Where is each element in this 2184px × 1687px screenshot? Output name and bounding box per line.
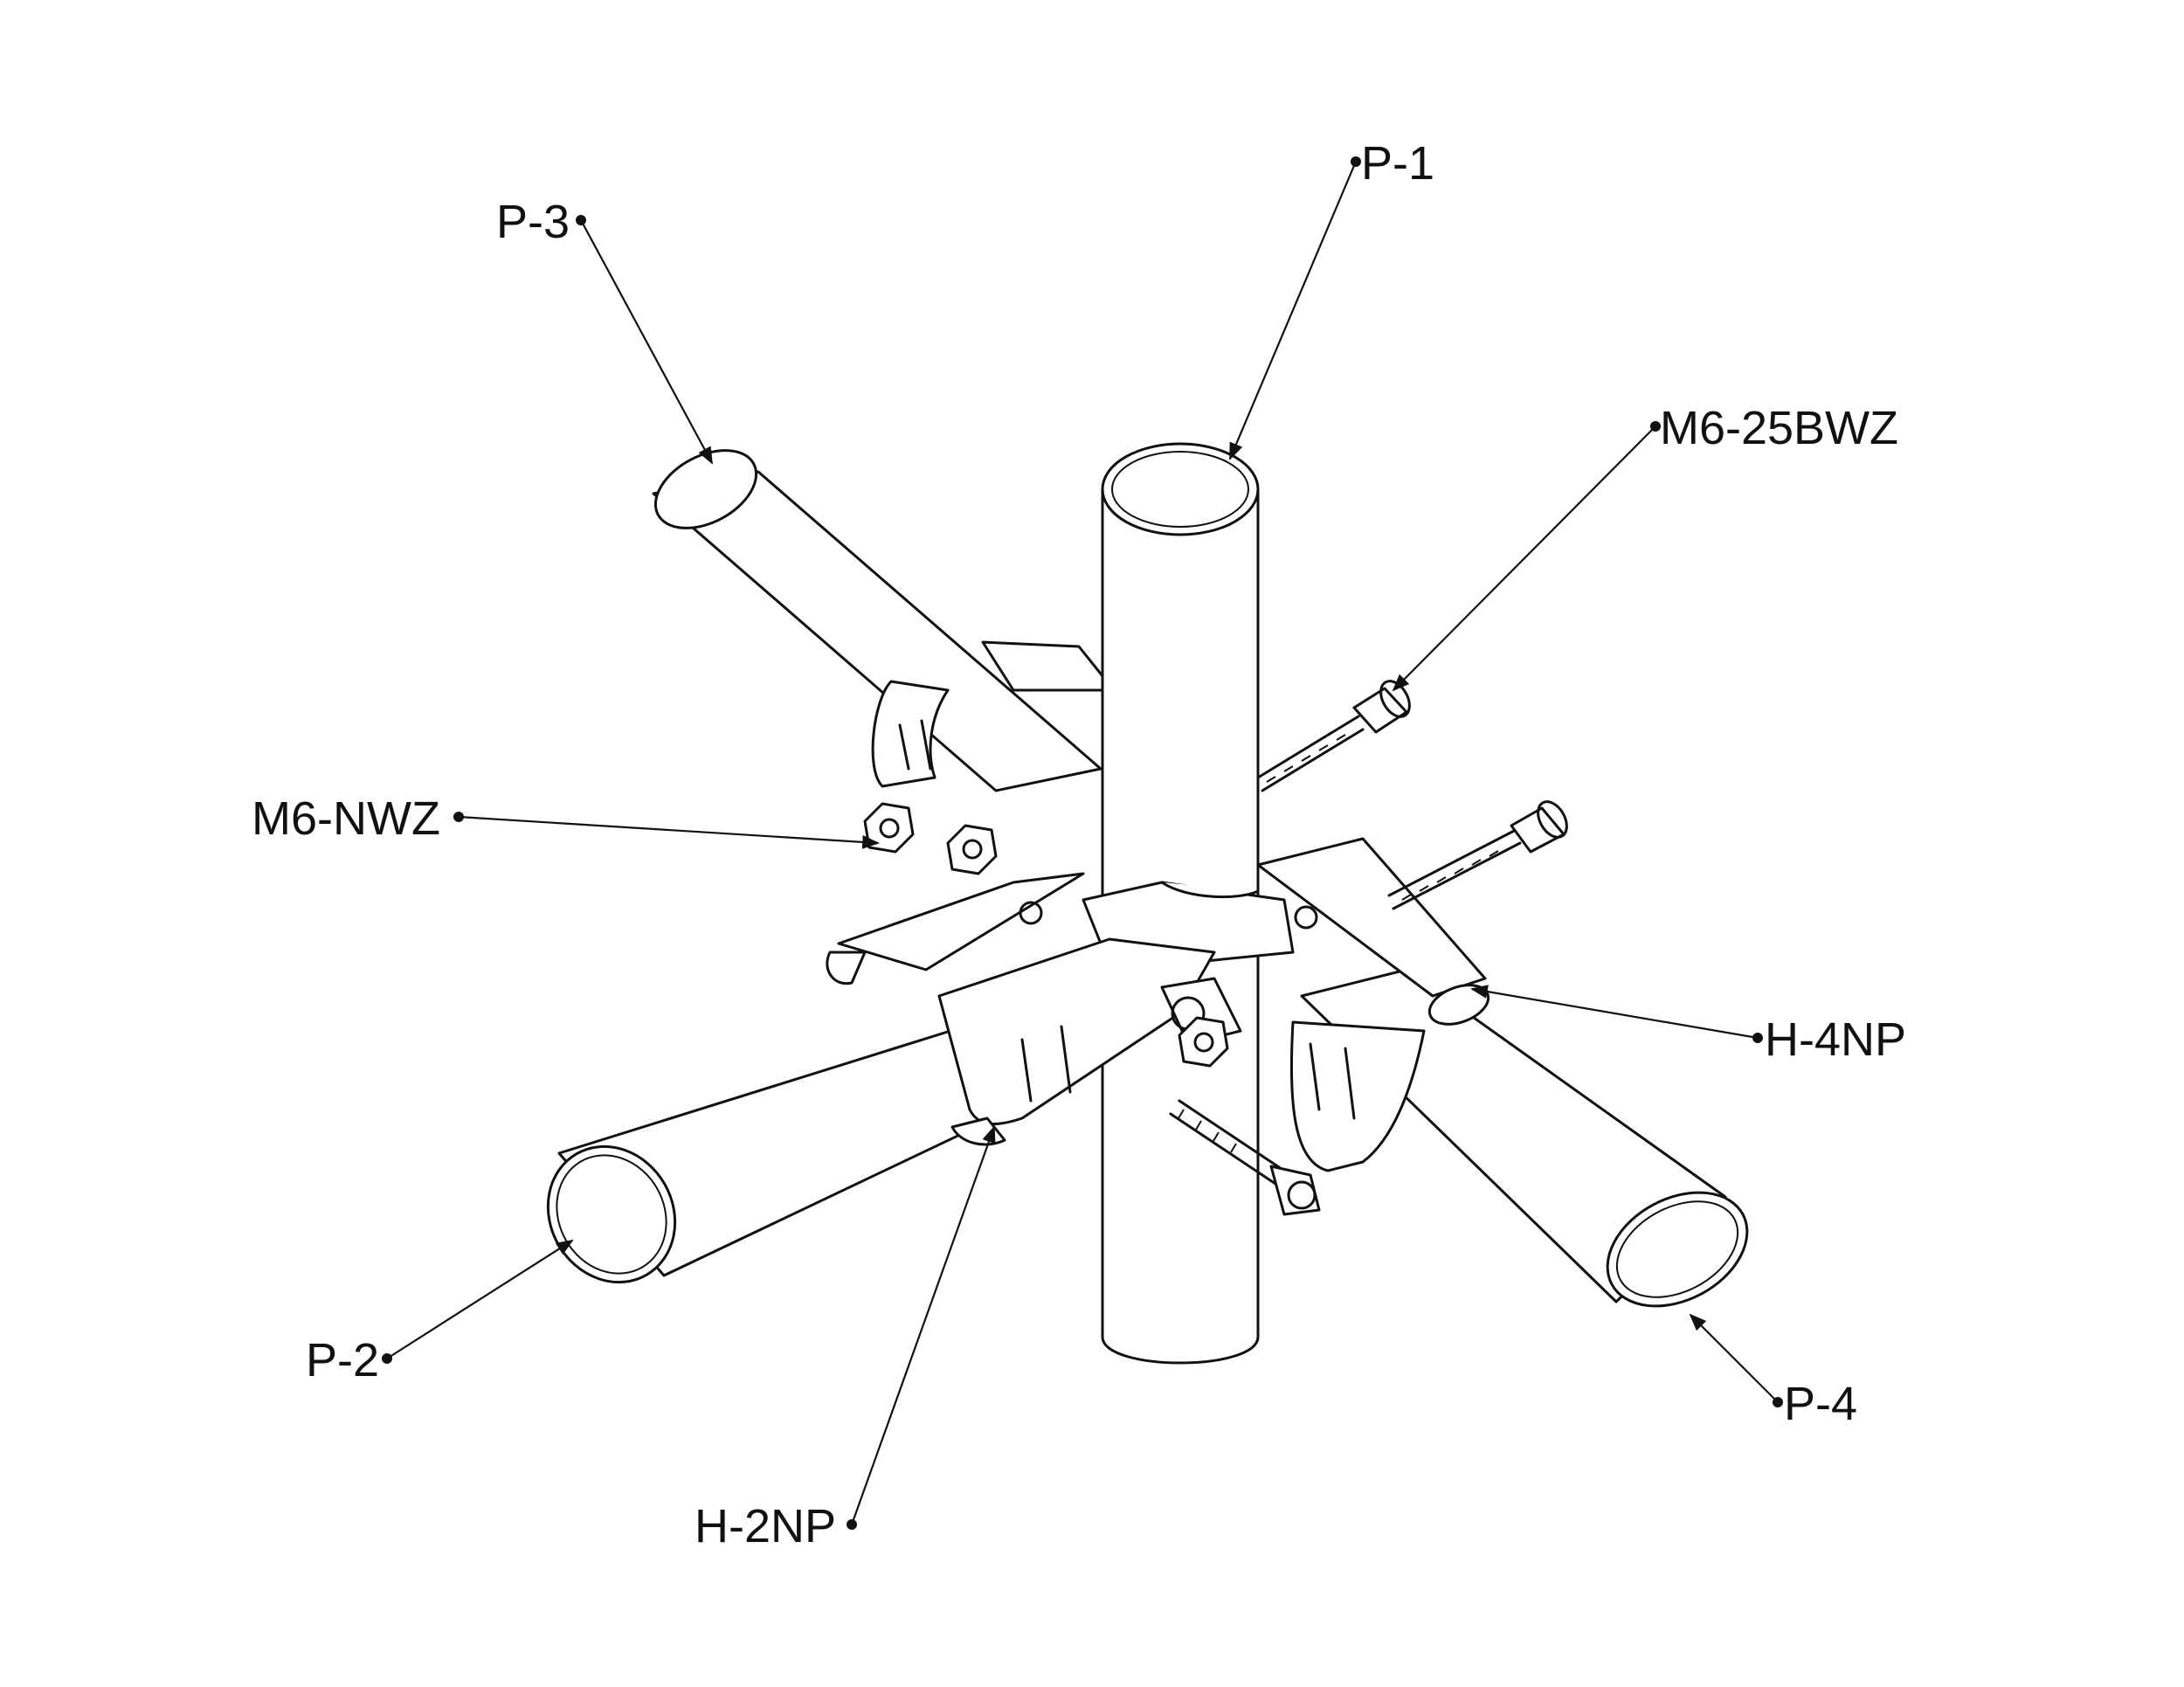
nut-mid: [946, 824, 998, 875]
label-p2: P-2: [306, 1334, 379, 1386]
leader-lines: [382, 156, 1783, 1530]
bolt-upper: [1256, 680, 1411, 792]
label-joint4: H-4NP: [1765, 1013, 1906, 1066]
bolt-right: [1387, 800, 1568, 910]
pipe-p2: [546, 1020, 1024, 1284]
label-bolt: M6-25BWZ: [1660, 402, 1898, 454]
nut-front: [1178, 1016, 1229, 1068]
label-joint2: H-2NP: [695, 1500, 836, 1552]
label-p3: P-3: [496, 196, 570, 248]
bolt-lower: [1169, 1099, 1321, 1216]
label-p1: P-1: [1361, 137, 1434, 190]
pipe-p3: [652, 449, 1102, 792]
label-nut: M6-NWZ: [252, 792, 440, 845]
joint-h2np: [937, 937, 1426, 1172]
label-p4: P-4: [1784, 1378, 1857, 1430]
nut-left: [863, 802, 915, 854]
